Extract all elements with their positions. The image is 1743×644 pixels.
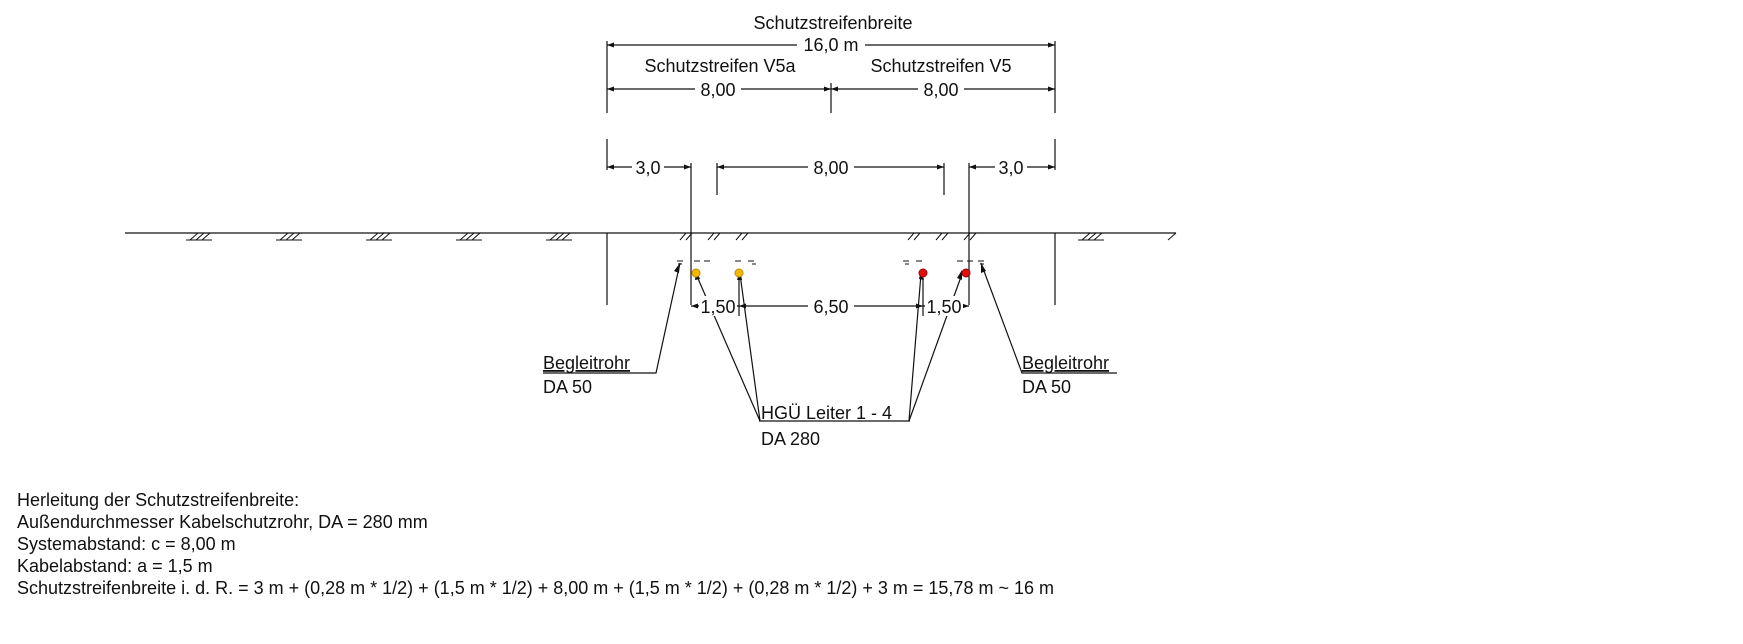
strip-right-width: 8,00	[923, 80, 958, 100]
cables-right	[918, 268, 971, 278]
pipe-left-name: Begleitrohr	[543, 353, 630, 373]
cable-left-2	[734, 268, 744, 278]
notes-line-4: Schutzstreifenbreite i. d. R. = 3 m + (0…	[17, 578, 1054, 598]
notes-heading: Herleitung der Schutzstreifenbreite:	[17, 490, 300, 510]
width-title: Schutzstreifenbreite	[753, 13, 912, 33]
conductor-size: DA 280	[761, 429, 820, 449]
edge-right: 3,0	[998, 158, 1023, 178]
leader-pipe-left	[543, 262, 681, 374]
leader-arrows	[674, 263, 986, 280]
strip-left-title: Schutzstreifen V5a	[644, 56, 796, 76]
pipe-left-size: DA 50	[543, 377, 592, 397]
pipe-right-name: Begleitrohr	[1022, 353, 1109, 373]
conductor-name: HGÜ Leiter 1 - 4	[761, 403, 892, 423]
leader-conductor-right	[908, 273, 922, 422]
pipe-right-size: DA 50	[1022, 377, 1071, 397]
cable-spacing-right: 1,50	[926, 297, 961, 317]
cable-spacing-left: 1,50	[700, 297, 735, 317]
cable-left-1	[691, 268, 701, 278]
notes-line-3: Kabelabstand: a = 1,5 m	[17, 556, 213, 576]
cable-right-2	[961, 268, 971, 278]
cable-right-1	[918, 268, 928, 278]
cables-left	[691, 268, 744, 278]
width-total: 16,0 m	[803, 35, 858, 55]
notes-line-1: Außendurchmesser Kabelschutzrohr, DA = 2…	[17, 512, 428, 532]
leader-pipe-right	[980, 262, 1117, 374]
leader-conductor-left2	[739, 273, 761, 422]
terrain-hatch	[186, 232, 1177, 241]
strip-left-width: 8,00	[700, 80, 735, 100]
inner-distance: 6,50	[813, 297, 848, 317]
notes-line-2: Systemabstand: c = 8,00 m	[17, 534, 236, 554]
edge-left: 3,0	[635, 158, 660, 178]
system-distance: 8,00	[813, 158, 848, 178]
derivation-notes: Herleitung der Schutzstreifenbreite: Auß…	[17, 489, 1054, 599]
strip-right-title: Schutzstreifen V5	[870, 56, 1011, 76]
pipe-symbols	[677, 260, 984, 265]
